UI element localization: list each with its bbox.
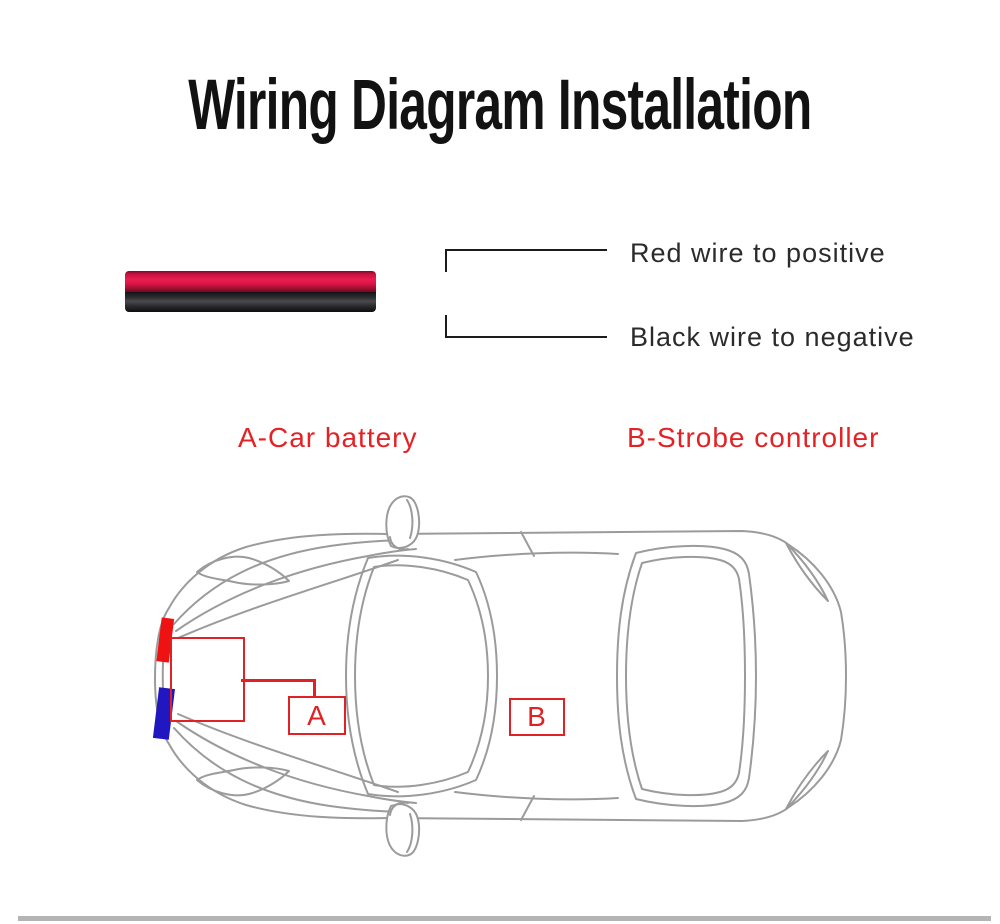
black-wire-bar <box>125 292 376 312</box>
marker-b-box: B <box>509 698 565 736</box>
red-wire-bar <box>125 271 376 293</box>
hood-line <box>176 549 416 631</box>
side-mirror-bottom-mount <box>390 803 408 815</box>
car-body-outline <box>155 531 846 821</box>
hood-line <box>174 540 414 624</box>
hood-line <box>176 721 416 803</box>
roof-edge-top <box>455 553 618 560</box>
side-mirror-top-mount <box>390 537 408 549</box>
rear-window-inner <box>626 557 745 795</box>
black-wire-callout-bracket <box>445 315 607 338</box>
taillight-right <box>786 751 828 809</box>
headlight-left <box>197 557 289 585</box>
hood-line <box>178 560 398 638</box>
a-pillar-tick-bottom <box>521 796 534 820</box>
headlight-right <box>197 767 289 795</box>
a-pillar-tick-top <box>521 532 534 556</box>
black-wire-label: Black wire to negative <box>630 322 915 352</box>
hood-line <box>174 728 414 812</box>
car-battery-label: A-Car battery <box>238 422 418 453</box>
blue-terminal-marker <box>152 687 175 740</box>
battery-outline-box <box>170 637 245 722</box>
red-wire-label: Red wire to positive <box>630 238 886 268</box>
red-wire-callout-bracket <box>445 249 607 272</box>
page-title-text: Wiring Diagram Installation <box>188 64 812 145</box>
side-mirror-top-detail <box>407 500 412 538</box>
red-terminal-marker <box>156 617 175 663</box>
windshield-outer <box>346 556 497 797</box>
marker-b-label: B <box>527 701 547 732</box>
hood-line <box>178 714 398 792</box>
page-title: Wiring Diagram Installation <box>0 64 1000 145</box>
bottom-divider <box>18 916 991 921</box>
roof-edge-bottom <box>455 792 618 799</box>
windshield-inner <box>355 565 488 787</box>
battery-to-a-connector-line <box>241 679 316 682</box>
rear-window-outer <box>617 546 756 806</box>
side-mirror-bottom-detail <box>407 814 412 852</box>
strobe-controller-label: B-Strobe controller <box>627 422 880 453</box>
red-black-wire-image <box>125 271 376 312</box>
taillight-left <box>786 543 828 601</box>
marker-a-box: A <box>288 696 346 735</box>
car-body <box>155 496 846 856</box>
marker-a-label: A <box>307 699 327 731</box>
battery-to-a-connector-drop <box>313 679 316 698</box>
wire-terminal-markers <box>152 617 175 740</box>
